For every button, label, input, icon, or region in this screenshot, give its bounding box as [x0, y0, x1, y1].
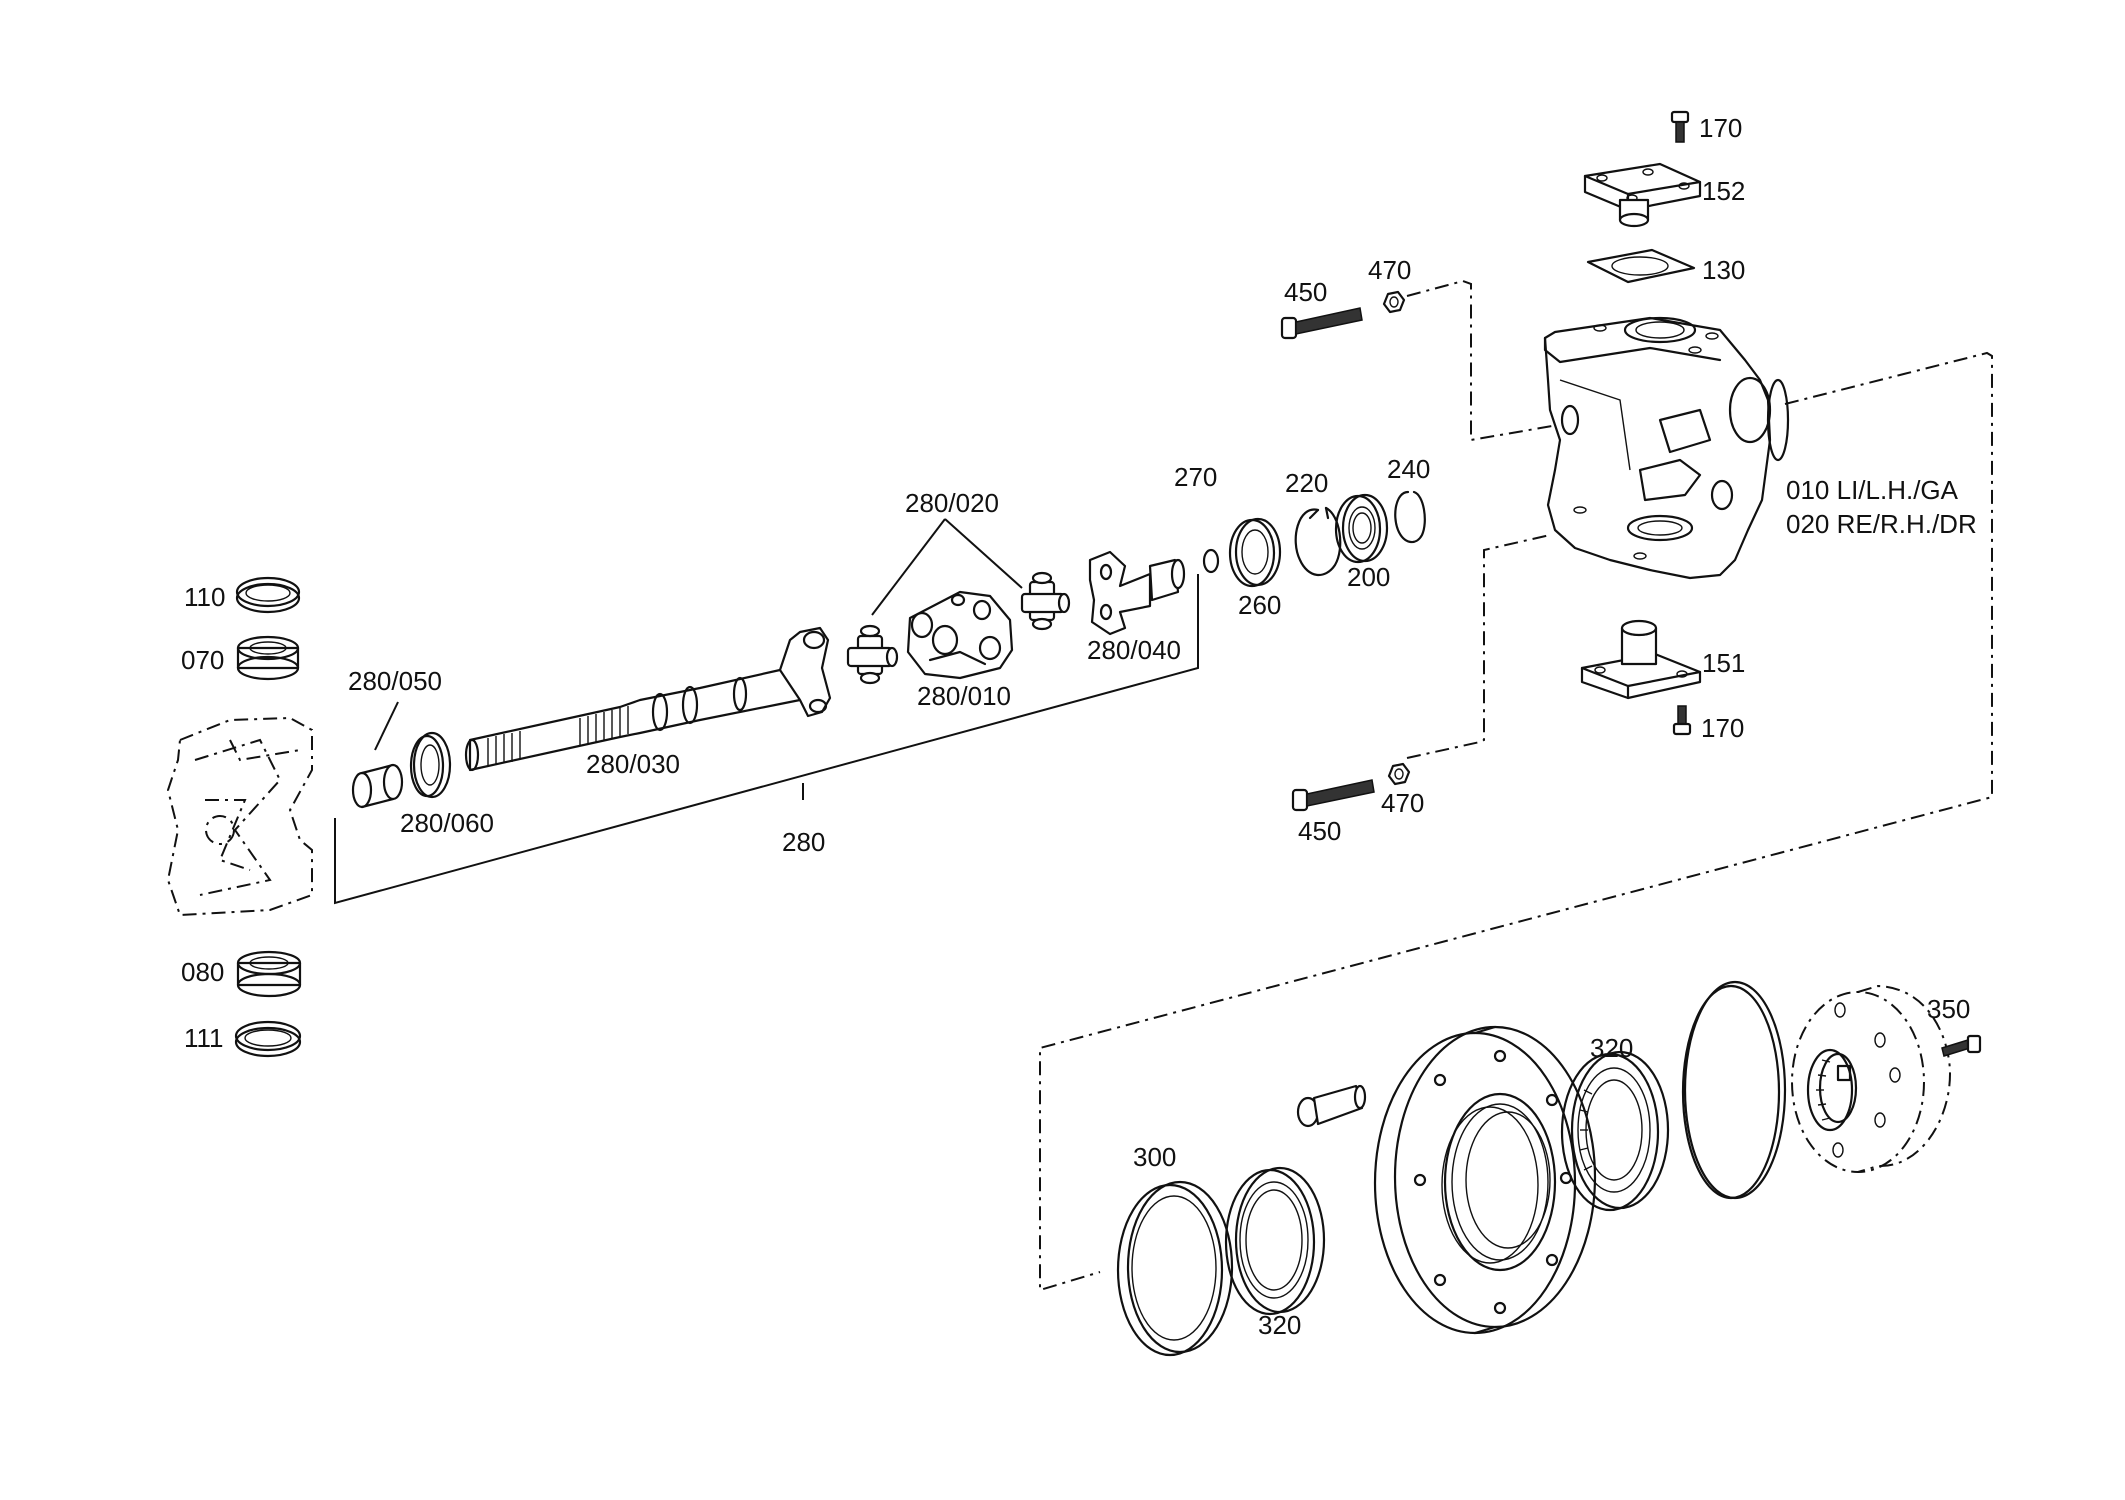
wheel-hub	[1373, 1025, 1597, 1335]
seal-260	[1228, 517, 1282, 588]
axle-shaft-280-030	[464, 626, 832, 772]
label-280-040: 280/040	[1087, 635, 1181, 665]
snap-ring-240	[1394, 490, 1426, 544]
leader-280-020-b	[944, 518, 1023, 589]
seal-111	[234, 1020, 302, 1058]
label-320-top: 320	[1590, 1033, 1633, 1063]
label-170-bottom: 170	[1701, 713, 1744, 743]
label-080: 080	[181, 957, 224, 987]
label-320-bottom: 320	[1258, 1310, 1301, 1340]
double-yoke-280-010	[906, 590, 1014, 680]
label-470-bottom: 470	[1381, 788, 1424, 818]
assembly-line-main	[1039, 351, 1993, 1292]
label-070: 070	[181, 645, 224, 675]
universal-joint-cross-left	[846, 624, 899, 685]
label-200: 200	[1347, 562, 1390, 592]
seal-110	[235, 576, 301, 614]
label-152: 152	[1702, 176, 1745, 206]
assembly-line-upper	[1406, 279, 1559, 442]
label-450-top: 450	[1284, 277, 1327, 307]
label-020: 020 RE/R.H./DR	[1786, 509, 1977, 539]
label-220: 220	[1285, 468, 1328, 498]
planetary-carrier-phantom	[1791, 984, 1952, 1173]
bearing-200	[1334, 493, 1389, 564]
o-ring-270	[1202, 548, 1220, 574]
nut-470-bottom	[1387, 762, 1411, 786]
bolt-450-bottom	[1291, 779, 1375, 812]
bearing-320-upper	[1560, 1050, 1670, 1212]
label-280-050: 280/050	[348, 666, 442, 696]
label-300: 300	[1133, 1142, 1176, 1172]
label-470-top: 470	[1368, 255, 1411, 285]
bolt-170-bottom	[1672, 705, 1692, 736]
label-111: 111	[184, 1023, 224, 1053]
label-110: 110	[184, 582, 225, 612]
bushing-280-050	[351, 763, 404, 809]
label-010: 010 LI/L.H./GA	[1786, 475, 1959, 505]
o-ring-hub	[1681, 980, 1787, 1200]
label-450-bottom: 450	[1298, 816, 1341, 846]
leader-280-050	[374, 701, 399, 751]
steering-knuckle	[1543, 316, 1790, 580]
bearing-070	[236, 635, 300, 681]
seal-280-060	[409, 731, 452, 799]
label-170-top: 170	[1699, 113, 1742, 143]
bolt-450-top	[1280, 307, 1363, 340]
wheel-stud	[1296, 1084, 1367, 1128]
bearing-080	[236, 950, 302, 998]
label-280-030: 280/030	[586, 749, 680, 779]
label-280: 280	[782, 827, 825, 857]
label-151: 151	[1702, 648, 1745, 678]
label-280-060: 280/060	[400, 808, 494, 838]
bearing-320-lower	[1224, 1166, 1326, 1316]
assembly-line-lower	[1406, 534, 1551, 759]
bolt-350	[1941, 1034, 1982, 1057]
cover-152	[1583, 162, 1702, 228]
axle-housing-phantom	[166, 716, 313, 917]
label-130: 130	[1702, 255, 1745, 285]
universal-joint-cross-right	[1020, 571, 1071, 631]
label-350: 350	[1927, 994, 1970, 1024]
nut-470-top	[1382, 290, 1406, 314]
label-280-020: 280/020	[905, 488, 999, 518]
leader-280-020-a	[871, 518, 946, 616]
label-240: 240	[1387, 454, 1430, 484]
snap-ring-220	[1294, 506, 1342, 576]
label-260: 260	[1238, 590, 1281, 620]
bracket-280	[334, 574, 1199, 905]
label-280-010: 280/010	[917, 681, 1011, 711]
stub-shaft-280-040	[1088, 550, 1186, 636]
cover-151	[1580, 619, 1702, 700]
seal-300	[1116, 1180, 1234, 1357]
label-270: 270	[1174, 462, 1217, 492]
shim-130	[1586, 248, 1696, 284]
bolt-170-top	[1670, 110, 1690, 143]
